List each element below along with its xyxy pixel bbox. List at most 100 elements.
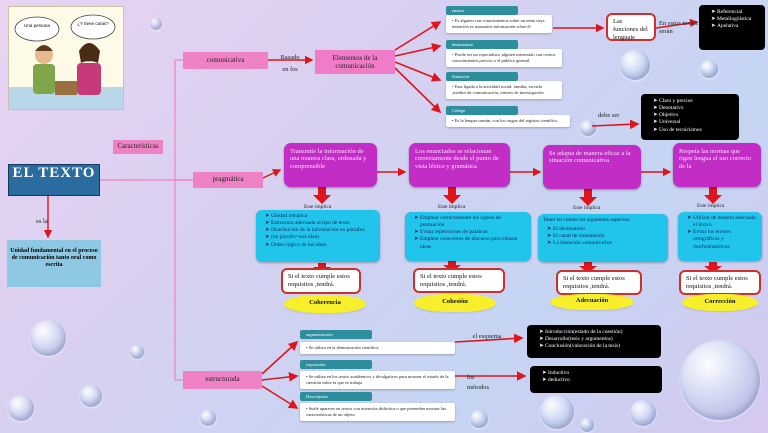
requisito-item: El canal de transmisión	[553, 233, 663, 240]
card-exposicion: exposición • Se utiliza en los textos ac…	[300, 360, 455, 389]
card-body: • Esta ligada a la actividad social: fam…	[446, 81, 562, 99]
decorative-bubble	[580, 418, 594, 432]
decorative-bubble	[700, 60, 718, 78]
requisito-item: Unidad temática	[271, 213, 375, 220]
cumple-note-2: Si el texto cumple estos requisitos ,ten…	[413, 268, 505, 293]
en-estos-label: En estos textos serán	[659, 20, 698, 36]
requisito-item: Evitar repeticiones de palabras	[420, 229, 526, 236]
pragmatica-magenta-2: Los enunciados se relacionan correctamen…	[409, 143, 510, 187]
requisito-item: Evitar los errores ortográficos y morfos…	[693, 229, 757, 250]
requisito-item: La intención comunicativa	[553, 240, 663, 247]
decorative-bubble	[130, 345, 144, 359]
pragmatica-cyan-4: Utilizar de manera adecuada el léxico Ev…	[678, 212, 762, 261]
decorative-bubble	[580, 120, 596, 136]
card-head: argumentación	[300, 330, 372, 339]
card-head: Código	[446, 106, 518, 115]
down-arrow	[704, 187, 722, 204]
funcion-item: Metalingüística	[717, 16, 759, 23]
este-implica-label: Este implica	[304, 204, 332, 210]
main-title: EL TEXTO	[8, 164, 100, 196]
branch-pragmatica: pragmática	[193, 172, 263, 188]
quality-adecuacion: Adecuación	[552, 296, 632, 308]
rasgo-item: Objetivo	[659, 112, 733, 119]
aspectos-intro: Tener en cuenta los siguientes aspectos:	[543, 217, 631, 223]
pragmatica-magenta-4: Respeta las normas que rigen lengua el u…	[673, 143, 761, 187]
card-head: Descripción	[300, 392, 372, 401]
elementos-comunicacion-node: Elementos de la comunicación	[315, 50, 395, 74]
down-arrow	[313, 187, 331, 204]
es-la-label: es la	[36, 218, 48, 225]
down-arrow	[443, 187, 461, 204]
speech-text-2: ¿Y tiene caras?	[77, 21, 109, 26]
pragmatica-cyan-1: Unidad temática Estructura adecuada al t…	[256, 210, 380, 262]
down-arrow	[579, 189, 597, 206]
funciones-note: Las funciones del lenguaje	[606, 13, 656, 41]
pragmatica-cyan-2: Emplear correctamente los signos de punt…	[405, 212, 531, 261]
esquema-item: Desarrollo(tesis y argumentos)	[545, 336, 655, 343]
quality-correccion: Corrección	[684, 296, 756, 309]
cartoon-illustration: Una persona ¿Y tiene caras?	[8, 6, 124, 110]
card-body: • Suele aparecer en textos con intención…	[300, 403, 455, 421]
card-body: • Se utiliza en la demostración científi…	[300, 342, 455, 354]
requisito-item: El destinatario	[553, 226, 663, 233]
card-destinatario: destinatario • Puede ser un especialista…	[446, 40, 562, 67]
metodo-item: Inductivo	[548, 370, 656, 377]
basado-en-los-label: Basado en los	[280, 54, 300, 74]
quality-cohesion: Cohesión	[416, 296, 494, 310]
decorative-bubble	[150, 18, 162, 30]
funcion-item: Apelativa	[717, 23, 759, 30]
el-esquema-label: el esquema	[472, 333, 502, 340]
esquema-list: Introducción(estado de la cuestión) Desa…	[527, 325, 661, 358]
card-emisor: emisor • Es alguien con conocimientos so…	[446, 6, 552, 33]
card-body: • Es alguien con conocimientos sobre un …	[446, 15, 552, 33]
decorative-bubble	[470, 410, 488, 428]
decorative-bubble	[200, 410, 216, 426]
caracteristicas-label: Características	[113, 140, 163, 154]
branch-estructurada: estructurada	[183, 371, 262, 389]
decorative-bubble	[540, 395, 574, 429]
rasgos-list: Claro y preciso Denotativo Objetivo Univ…	[641, 94, 739, 140]
rasgo-item: Universal	[659, 119, 733, 126]
pragmatica-magenta-3: Se adapta de manera eficaz a la situació…	[543, 145, 641, 189]
card-body: • Es la lengua común, con los rasgos del…	[446, 115, 570, 127]
decorative-bubble	[620, 50, 650, 80]
decorative-bubble	[8, 395, 34, 421]
down-arrow	[443, 261, 461, 272]
cumple-note-4: Si el texto cumple estos requisitos ,ten…	[679, 270, 761, 295]
definition-box: Unidad fundamental en el proceso de comu…	[7, 240, 101, 287]
funciones-list: Referencial Metalingüística Apelativa	[699, 5, 765, 50]
card-body: • Puede ser un especialista ,alguien int…	[446, 49, 562, 67]
los-metodos-label: los métodos	[467, 374, 490, 391]
este-implica-label: Este implica	[697, 203, 725, 209]
este-implica-label: Este implica	[438, 204, 466, 210]
card-body: • Se utiliza en los textos académicos y …	[300, 371, 455, 389]
branch-comunicativa: comunicativa	[183, 52, 268, 69]
cumple-note-3: Si el texto cumple estos requisitos ,ten…	[556, 270, 642, 295]
card-argumentacion: argumentación • Se utiliza en la demostr…	[300, 330, 455, 354]
metodos-list: Inductivo deductivo	[530, 366, 662, 393]
esquema-item: Conclusión(valoración de la tesis)	[545, 343, 655, 350]
card-situacion: Situación • Esta ligada a la actividad s…	[446, 72, 562, 99]
down-arrow	[704, 262, 722, 273]
card-head: Situación	[446, 72, 518, 81]
rasgo-item: Denotativo	[659, 105, 733, 112]
quality-coherencia: Coherencia	[286, 297, 364, 311]
requisito-item: Estructura adecuada al tipo de texto	[271, 220, 375, 227]
rasgo-item: Claro y preciso	[659, 98, 733, 105]
speech-text-1: Una persona	[24, 23, 50, 28]
card-descripcion: Descripción • Suele aparecer en textos c…	[300, 392, 455, 421]
decorative-bubble	[30, 320, 66, 356]
este-implica-label: Este implica	[573, 205, 601, 211]
down-arrow	[579, 262, 597, 273]
requisito-item: Emplear correctamente los signos de punt…	[420, 215, 526, 229]
card-head: exposición	[300, 360, 372, 369]
requisito-item: Utilizar de manera adecuada el léxico	[693, 215, 757, 229]
card-codigo: Código • Es la lengua común, con los ras…	[446, 106, 570, 127]
decorative-bubble	[80, 385, 102, 407]
rasgo-item: Uso de tecnicismos	[659, 127, 733, 134]
esquema-item: Introducción(estado de la cuestión)	[545, 329, 655, 336]
requisito-item: Distribución de la información en párraf…	[271, 227, 375, 234]
requisito-item: Emplear conectores de discurso para enla…	[420, 236, 526, 250]
requisito-item: Orden lógico de las ideas	[271, 242, 375, 249]
